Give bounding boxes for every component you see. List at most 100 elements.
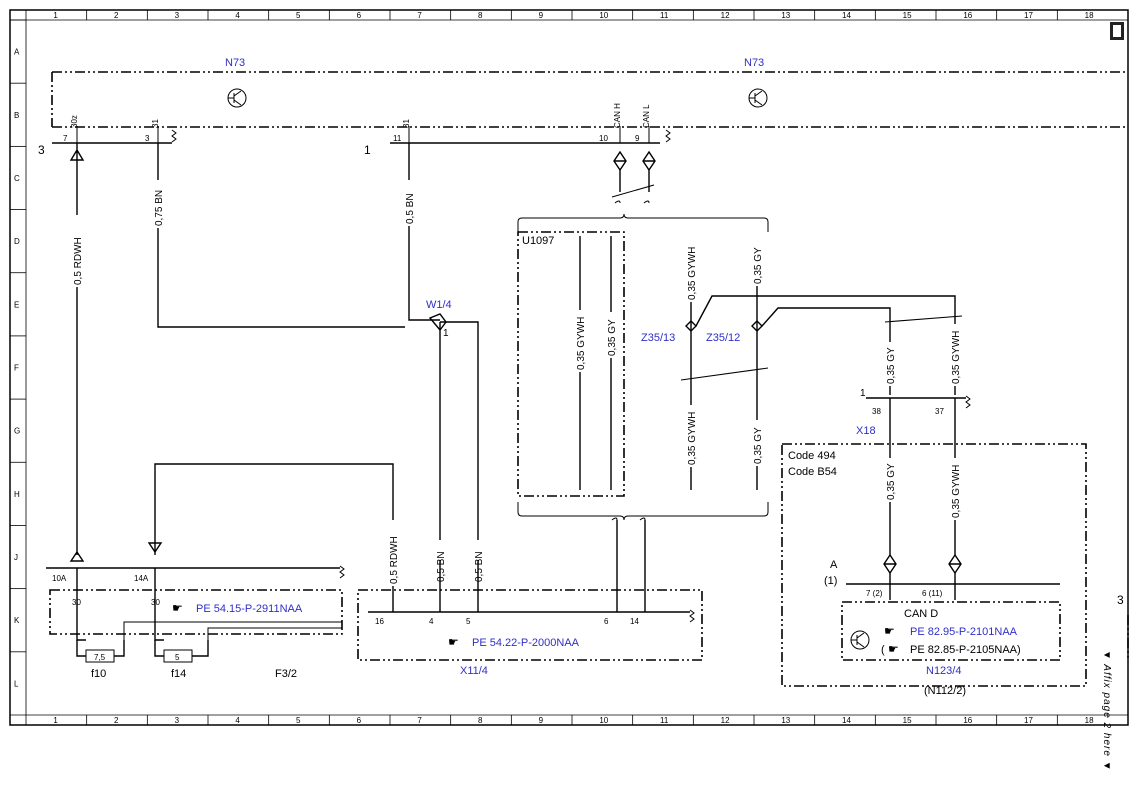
grid-column-number: 18 bbox=[1085, 11, 1094, 20]
grid-row-letter: K bbox=[14, 616, 20, 625]
connector-label: (1) bbox=[824, 575, 837, 587]
n73-right-label[interactable]: N73 bbox=[744, 57, 764, 69]
wire-label: 0,35 GY bbox=[753, 247, 764, 284]
transistor-icon bbox=[227, 88, 247, 108]
grid-column-number: 16 bbox=[963, 11, 972, 20]
pin-label: 37 bbox=[935, 407, 944, 416]
wire-label: 0,35 GY bbox=[886, 463, 897, 500]
grid-column-number: 10 bbox=[599, 11, 608, 20]
can-connector-icon bbox=[613, 150, 656, 172]
f10-label: f10 bbox=[91, 668, 106, 680]
connector-number: 1 bbox=[364, 143, 371, 157]
paren: ( bbox=[881, 644, 885, 656]
column-ruler: 1122334455667788991010111112121313141415… bbox=[25, 10, 1094, 725]
n123-4-label[interactable]: N123/4 bbox=[926, 665, 961, 677]
grid-column-number: 12 bbox=[721, 11, 730, 20]
fuse-value: 7,5 bbox=[94, 653, 106, 662]
n112-2-label: (N112/2) bbox=[924, 685, 966, 697]
ref-link[interactable]: PE 54.15-P-2911NAA bbox=[196, 603, 303, 615]
ref-link[interactable]: PE 54.22-P-2000NAA bbox=[472, 637, 580, 649]
z35-13-label[interactable]: Z35/13 bbox=[641, 332, 675, 344]
grid-column-number: 13 bbox=[781, 716, 790, 725]
code-label: Code 494 bbox=[788, 450, 836, 462]
grid-row-letter: F bbox=[14, 364, 19, 373]
wire-label: 0,5 RDWH bbox=[73, 237, 84, 285]
can-d-label: CAN D bbox=[904, 608, 938, 620]
wire-label: 0,5 BN bbox=[405, 193, 416, 224]
ref-link[interactable]: PE 82.95-P-2101NAA bbox=[910, 626, 1018, 638]
grid-row-letter: A bbox=[14, 48, 20, 57]
grid-column-number: 8 bbox=[478, 716, 483, 725]
pin-label: 14 bbox=[630, 617, 639, 626]
grid-column-number: 5 bbox=[296, 716, 301, 725]
can-connector-icon bbox=[883, 553, 962, 575]
wire-label: 0,35 GYWH bbox=[687, 412, 698, 465]
pin-label: 11 bbox=[393, 134, 402, 143]
grid-column-number: 6 bbox=[357, 716, 362, 725]
pin-label: 30 bbox=[151, 598, 160, 607]
grid-column-number: 17 bbox=[1024, 716, 1033, 725]
diagram-frame bbox=[9, 9, 1129, 726]
f14-label: f14 bbox=[171, 668, 186, 680]
connector-number: 3 bbox=[1117, 593, 1124, 607]
grid-column-number: 4 bbox=[235, 716, 240, 725]
grid-column-number: 13 bbox=[781, 11, 790, 20]
hand-pointer-icon: ☛ bbox=[884, 624, 895, 638]
grid-column-number: 17 bbox=[1024, 11, 1033, 20]
grid-column-number: 8 bbox=[478, 11, 483, 20]
pin-label: 38 bbox=[872, 407, 881, 416]
pin-label: 14A bbox=[134, 574, 149, 583]
transistor-icon bbox=[850, 630, 870, 650]
grid-row-letter: D bbox=[14, 237, 20, 246]
grid-column-number: 16 bbox=[963, 716, 972, 725]
z35-12-label[interactable]: Z35/12 bbox=[706, 332, 740, 344]
grid-column-number: 7 bbox=[417, 716, 422, 725]
grid-column-number: 9 bbox=[539, 11, 544, 20]
can-connector-icon bbox=[69, 542, 163, 562]
page-corner-icon bbox=[1110, 22, 1124, 40]
grid-column-number: 14 bbox=[842, 716, 851, 725]
grid-column-number: 2 bbox=[114, 11, 119, 20]
hand-pointer-icon: ☛ bbox=[888, 642, 899, 656]
wire-label: 0,5 BN bbox=[436, 551, 447, 582]
grid-column-number: 2 bbox=[114, 716, 119, 725]
x11-4-label[interactable]: X11/4 bbox=[460, 665, 488, 677]
grid-row-letter: L bbox=[14, 679, 19, 688]
grid-column-number: 14 bbox=[842, 11, 851, 20]
w1-4-label[interactable]: W1/4 bbox=[426, 299, 452, 311]
pin-label: 7 (2) bbox=[866, 589, 883, 598]
wire-label: 0,5 BN bbox=[474, 551, 485, 582]
pin-label: 31 bbox=[402, 119, 411, 128]
pin-label: 1 bbox=[443, 328, 449, 339]
pin-label: 10 bbox=[599, 134, 608, 143]
x18-label[interactable]: X18 bbox=[856, 425, 876, 437]
n73-left-label[interactable]: N73 bbox=[225, 57, 245, 69]
hand-pointer-icon: ☛ bbox=[172, 601, 183, 615]
pin-label: 6 bbox=[604, 617, 609, 626]
grid-column-number: 12 bbox=[721, 716, 730, 725]
grid-row-letter: H bbox=[14, 490, 20, 499]
grid-column-number: 4 bbox=[235, 11, 240, 20]
wire-label: 0,75 BN bbox=[154, 190, 165, 226]
pin-label: CAN H bbox=[613, 103, 622, 128]
wire-label: 0,35 GY bbox=[607, 319, 618, 356]
connector-number: 3 bbox=[38, 143, 45, 157]
code-label: Code B54 bbox=[788, 466, 837, 478]
ref-text: PE 82.85-P-2105NAA) bbox=[910, 644, 1021, 656]
margin-note: ▼ Affix page 2 here ▼ bbox=[1101, 650, 1112, 772]
grid-column-number: 5 bbox=[296, 11, 301, 20]
wire-label: 0,35 GYWH bbox=[576, 317, 587, 370]
pin-label: 6 (11) bbox=[922, 589, 943, 598]
pin-label: 1 bbox=[860, 388, 866, 399]
grid-column-number: 1 bbox=[53, 11, 58, 20]
hand-pointer-icon: ☛ bbox=[448, 635, 459, 649]
pin-label: 5 bbox=[466, 617, 471, 626]
wire-label: 0,35 GY bbox=[753, 427, 764, 464]
grid-row-letter: B bbox=[14, 111, 19, 120]
wire-label: 0,35 GYWH bbox=[951, 331, 962, 384]
pin-label: 9 bbox=[635, 134, 640, 143]
f3-2-label: F3/2 bbox=[275, 668, 297, 680]
grid-column-number: 6 bbox=[357, 11, 362, 20]
